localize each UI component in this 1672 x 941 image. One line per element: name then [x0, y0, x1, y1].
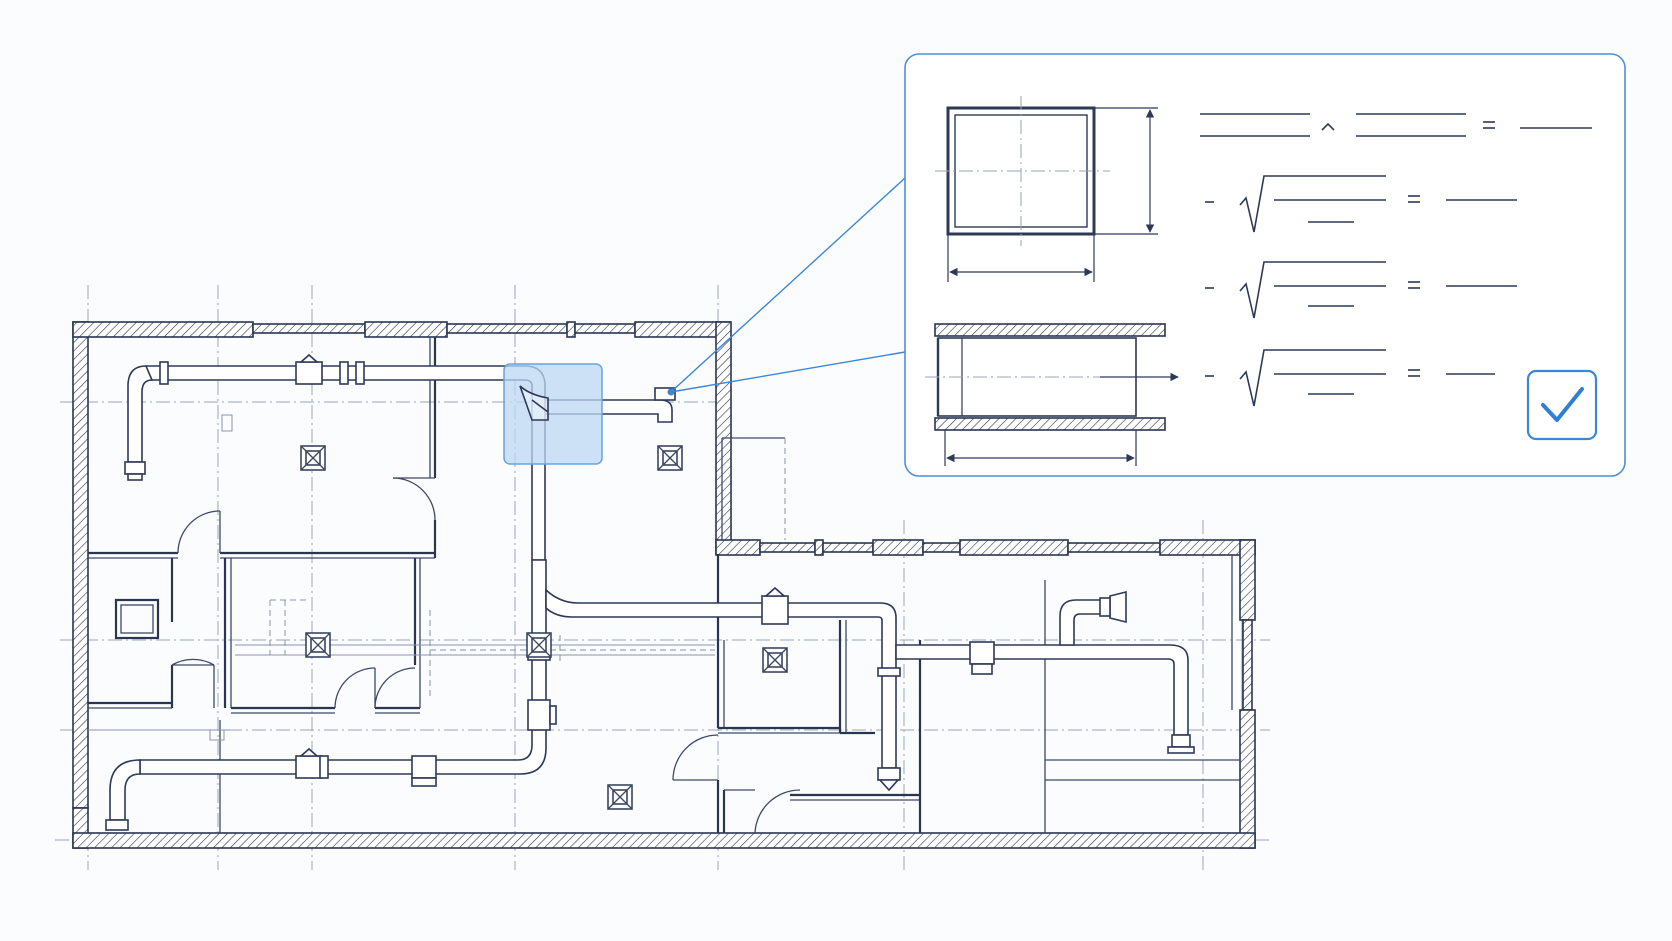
equation-row-2: [1205, 175, 1517, 233]
equation-row-1: [1200, 113, 1592, 137]
diffuser-4: [526, 632, 552, 658]
diffuser-6: [607, 784, 633, 810]
equation-row-3: [1205, 261, 1517, 319]
ceiling-diffusers: [300, 445, 788, 810]
rect-duct-section: [935, 96, 1158, 282]
diffuser-5: [762, 647, 788, 673]
diffuser-2: [657, 445, 683, 471]
leader-anchor-dot: [667, 388, 675, 396]
interior-partitions: [88, 337, 1240, 834]
exterior-walls: [72, 321, 1256, 849]
selected-region[interactable]: [503, 363, 603, 465]
diffuser-3: [305, 632, 331, 658]
diffuser-1: [300, 445, 326, 471]
callout-leaders: [667, 177, 906, 396]
verified-checkbox[interactable]: [1526, 369, 1598, 441]
equation-row-4: [1205, 349, 1495, 407]
duct-longitudinal-section: [925, 323, 1179, 466]
detail-callout-panel: [904, 53, 1626, 477]
checkmark-icon: [1541, 387, 1584, 422]
